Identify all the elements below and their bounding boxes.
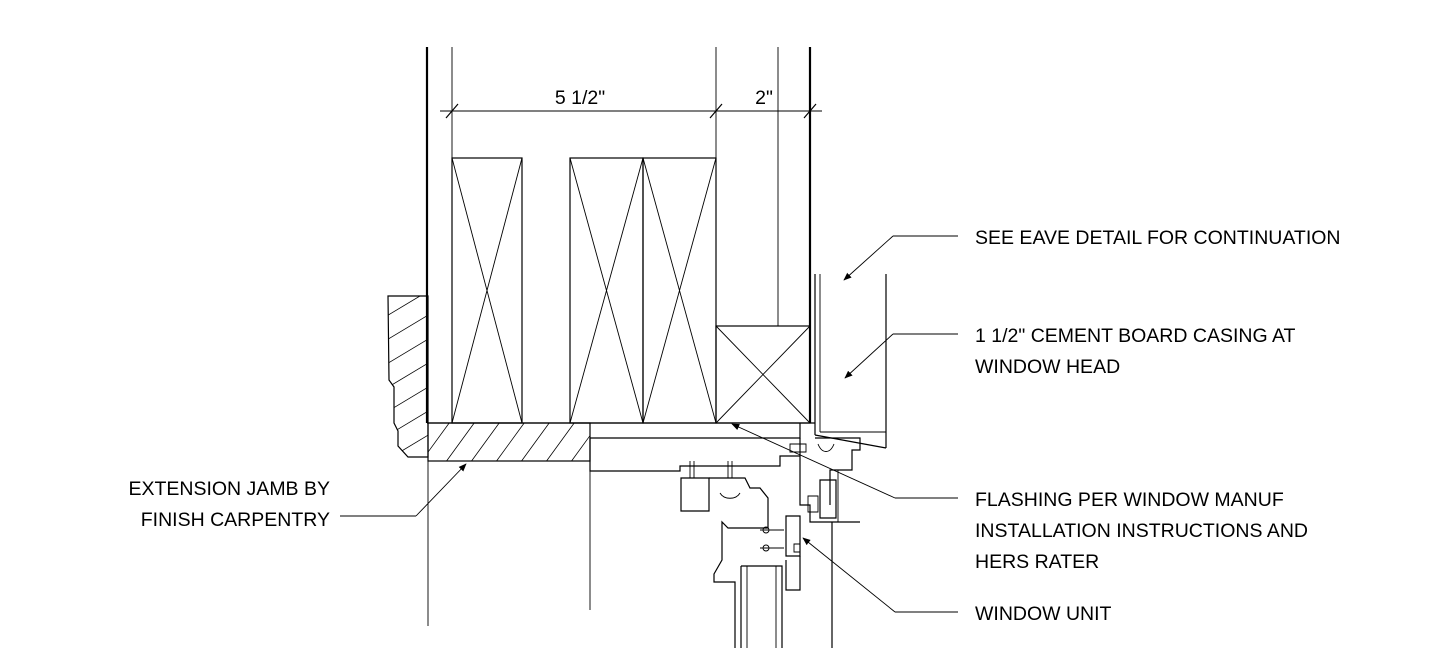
window-unit-frame <box>589 423 861 648</box>
callout-leaders <box>340 235 958 613</box>
callout-casing-line-1: 1 1/2" CEMENT BOARD CASING AT <box>975 325 1296 347</box>
dimension-lines: 5 1/2" 2" <box>440 87 822 119</box>
callout-window-unit: WINDOW UNIT <box>975 603 1112 625</box>
extension-jamb <box>427 422 591 626</box>
dimension-stud-depth: 5 1/2" <box>555 87 605 109</box>
callout-jamb-line-2: FINISH CARPENTRY <box>141 509 330 531</box>
callout-flashing-line-2: INSTALLATION INSTRUCTIONS AND <box>975 520 1308 542</box>
callout-eave-detail: SEE EAVE DETAIL FOR CONTINUATION <box>975 227 1341 249</box>
header-studs <box>451 157 717 424</box>
dimension-casing-depth: 2" <box>755 87 773 109</box>
cement-board-casing <box>814 274 887 449</box>
callout-casing-line-2: WINDOW HEAD <box>975 356 1120 378</box>
wall-lines <box>425 47 812 423</box>
blocking <box>715 47 811 424</box>
callout-jamb-line-1: EXTENSION JAMB BY <box>128 478 330 500</box>
callout-flashing-line-3: HERS RATER <box>975 551 1099 573</box>
interior-casing-trim <box>387 295 429 458</box>
callout-flashing-line-1: FLASHING PER WINDOW MANUF <box>975 489 1284 511</box>
